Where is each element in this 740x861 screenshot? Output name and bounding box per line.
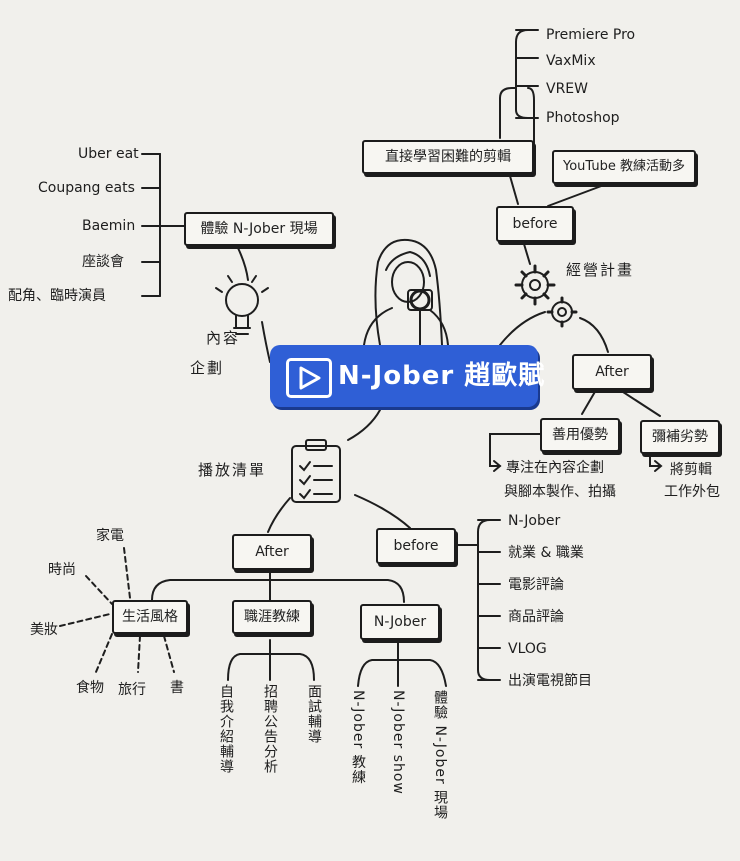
play-icon [286,358,332,398]
bottom-after-box: After [232,534,312,570]
experience-box: 體驗 N-Jober 現場 [184,212,334,246]
njober-item-experience: 體驗 N-Jober 現場 [432,690,448,821]
lifestyle-item-book: 書 [170,680,184,696]
lifestyle-item-appliance: 家電 [96,528,124,544]
njober-box: N-Jober [360,604,440,640]
career-item-interview: 面試輔導 [306,684,322,744]
njober-item-coach: N-Jober 教練 [350,690,366,785]
before-item-product: 商品評論 [508,609,564,625]
tool-item-photoshop: Photoshop [546,110,620,126]
lifestyle-box: 生活風格 [112,600,188,634]
before-item-movie: 電影評論 [508,577,564,593]
left-item-seminar: 座談會 [82,254,124,270]
strength-box: 善用優勢 [540,418,620,452]
strength-detail-2: 與腳本製作、拍攝 [504,484,616,500]
tool-item-vaxmix: VaxMix [546,53,596,69]
before-item-vlog: VLOG [508,641,547,657]
left-item-baemin: Baemin [82,218,136,234]
central-node: N-Jober 趙歐賦 [270,345,544,407]
left-item-coupang: Coupang eats [38,180,135,196]
playlist-label: 播放清單 [198,461,267,479]
before-item-tv: 出演電視節目 [508,673,592,689]
career-item-recruit: 招聘公告分析 [262,684,278,774]
lifestyle-item-food: 食物 [76,680,104,696]
business-plan-label: 經營計畫 [566,261,635,279]
central-title: N-Jober 趙歐賦 [338,361,546,391]
lifestyle-item-beauty: 美妝 [30,622,58,638]
career-item-intro: 自我介紹輔導 [218,684,234,774]
career-box: 職涯教練 [232,600,312,634]
weakness-box: 彌補劣勢 [640,420,720,454]
tool-item-premiere: Premiere Pro [546,27,636,43]
strength-detail-1: 專注在內容企劃 [506,460,604,476]
editing-box: 直接學習困難的剪輯 [362,140,534,174]
before-item-njober: N-Jober [508,513,561,529]
content-plan-label-1: 內容 [206,329,241,347]
top-after-box: After [572,354,652,390]
left-item-actor: 配角、臨時演員 [8,288,106,304]
weakness-detail-1: 將剪輯 [670,462,712,478]
tool-item-vrew: VREW [546,81,588,97]
lifestyle-item-fashion: 時尚 [48,562,76,578]
left-item-uber: Uber eat [78,146,139,162]
before-item-career: 就業 & 職業 [508,545,584,561]
content-plan-label-2: 企劃 [190,359,225,377]
bottom-before-box: before [376,528,456,564]
lifestyle-item-travel: 旅行 [118,682,146,698]
top-before-box: before [496,206,574,242]
njober-item-show: N-Jober show [390,690,406,795]
youtube-box: YouTube 教練活動多 [552,150,696,184]
weakness-detail-2: 工作外包 [664,484,720,500]
